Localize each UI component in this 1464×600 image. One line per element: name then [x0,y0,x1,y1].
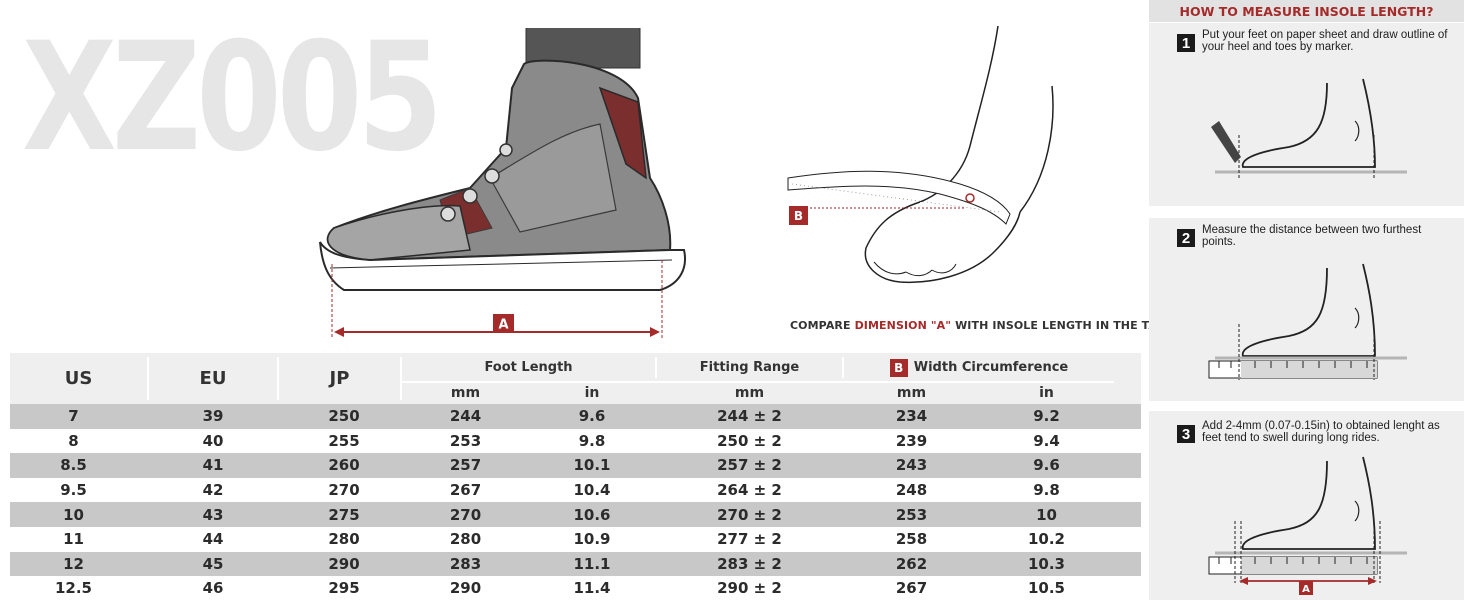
table-row: 9.5 42 270 267 10.4 264 ± 2 248 9.8 [60,481,1060,500]
header-fl-mm: mm [450,384,481,401]
step-1-number: 1 [1177,34,1195,52]
header-wc-in: in [1039,384,1054,401]
header-eu: EU [199,368,227,389]
table-row: 12.5 46 295 290 11.4 290 ± 2 267 10.5 [54,579,1065,598]
header-fitting-range: Fitting Range [699,360,800,375]
dimension-b-label: B [794,209,803,223]
step-3-illustration: A [1208,456,1407,595]
table-row: 7 39 250 244 9.6 244 ± 2 234 9.2 [10,404,1141,429]
table-row: 11 44 280 280 10.9 277 ± 2 258 10.2 [63,530,1065,549]
step-2-text: Measure the distance between two furthes… [1202,224,1422,248]
table-row: 8 40 255 253 9.8 250 ± 2 239 9.4 [68,431,1060,450]
step-3: 3 Add 2-4mm (0.07-0.15in) to obtained le… [1149,411,1464,600]
step-3-text: Add 2-4mm (0.07-0.15in) to obtained leng… [1202,420,1440,444]
step-1: 1 Put your feet on paper sheet and draw … [1149,23,1464,206]
header-fit-mm: mm [734,384,765,401]
model-title: XZ005 [22,11,443,185]
step-1-text: Put your feet on paper sheet and draw ou… [1202,29,1448,53]
compare-highlight: DIMENSION "A" [854,319,952,332]
table-row: 12 45 290 283 11.1 283 ± 2 262 10.3 [10,551,1141,577]
step-2-number: 2 [1177,229,1195,247]
header-jp: JP [329,368,350,389]
step-1-illustration [1211,78,1407,179]
table-row: 8.5 41 260 257 10.1 257 ± 2 243 9.6 [10,453,1141,478]
width-badge: B [889,358,908,377]
dimension-a-label: A [498,318,508,333]
shoe-illustration: A [319,28,686,338]
panel-title: HOW TO MEASURE INSOLE LENGTH? [1149,0,1464,22]
foot-tape-illustration: B [787,26,1054,284]
header-fl-in: in [584,384,600,401]
step-2: 2 Measure the distance between two furth… [1149,218,1464,401]
table-row: 10 43 275 270 10.6 270 ± 2 253 10 [10,502,1141,527]
header-wc-mm: mm [896,384,927,401]
header-us: US [64,368,93,389]
step-2-illustration [1208,263,1407,380]
step-3-dimension-a: A [1302,584,1310,595]
header-foot-length: Foot Length [484,360,573,375]
compare-note: COMPARE DIMENSION "A" WITH INSOLE LENGTH… [790,319,1185,332]
step-3-number: 3 [1177,425,1195,443]
